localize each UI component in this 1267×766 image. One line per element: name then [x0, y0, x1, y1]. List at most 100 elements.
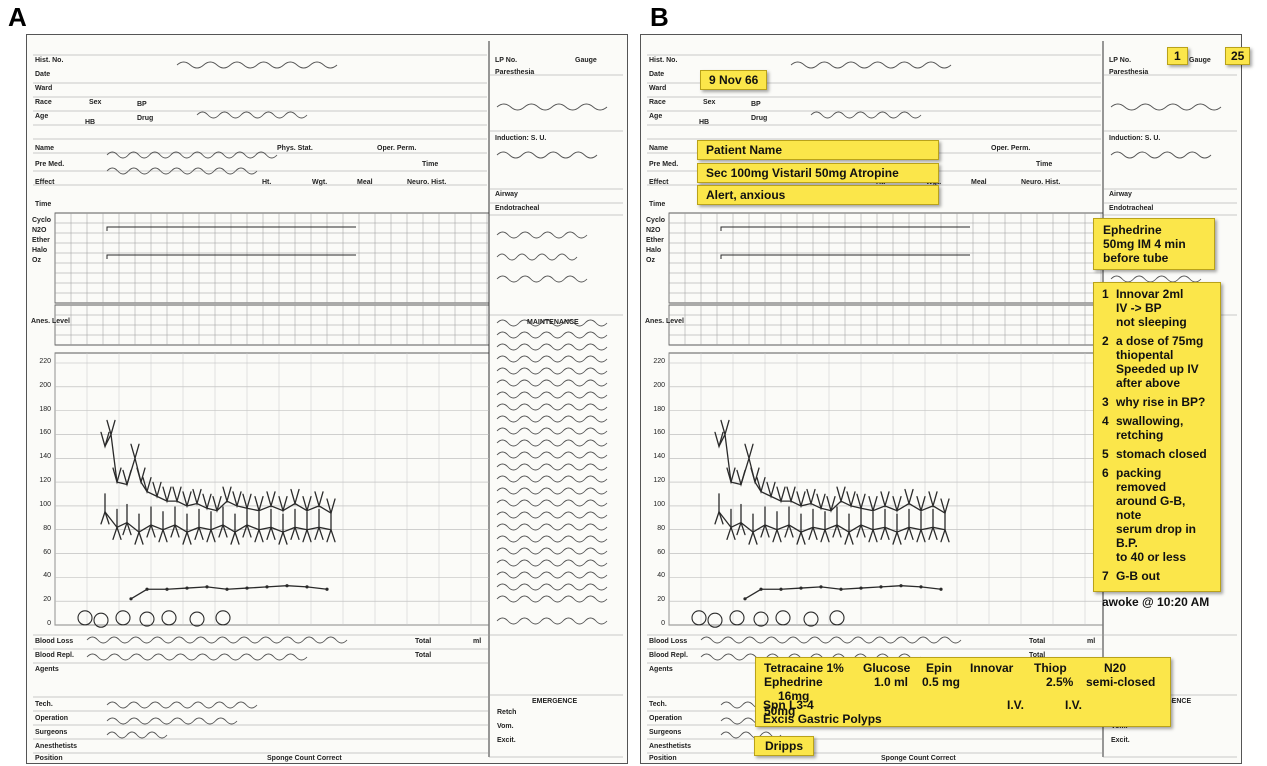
emergence-title: EMERGENCE — [532, 698, 578, 705]
maintenance-title: MAINTENANCE — [527, 319, 579, 326]
bp-axis-tick: 120 — [39, 477, 51, 485]
hb-label: HB — [699, 119, 710, 126]
bp-label: BP — [751, 101, 761, 108]
maintenance-item-number: 2 — [1102, 334, 1109, 348]
vom-label: Vom. — [497, 723, 514, 730]
bp-axis-tick: 80 — [657, 524, 665, 532]
technique-iv-innovar: I.V. — [1007, 698, 1024, 712]
total-label: Total — [1029, 638, 1046, 645]
gas-row-label: N2O — [646, 227, 661, 234]
paresthesia-label: Paresthesia — [1109, 69, 1149, 76]
bp-axis-tick: 120 — [653, 477, 665, 485]
agent-glucose-dose: 1.0 ml — [874, 675, 909, 689]
time-label: Time — [35, 201, 52, 208]
maintenance-awoke: awoke @ 10:20 AM — [1102, 595, 1210, 609]
maintenance-item-line: Innovar 2ml — [1116, 287, 1184, 301]
panel-label-b: B — [650, 2, 669, 32]
bp-axis-tick: 180 — [39, 405, 51, 413]
age-label: Age — [35, 113, 49, 120]
bp-axis-tick: 80 — [43, 524, 51, 532]
sex-label: Sex — [89, 99, 102, 106]
operation-value: Excis Gastric Polyps — [763, 712, 882, 726]
agent-thiop-dose: 2.5% — [1046, 675, 1074, 689]
bp-axis-tick: 0 — [661, 620, 665, 627]
agent-thiop: Thiop — [1034, 661, 1067, 675]
gas-row-label: Cyclo — [646, 217, 666, 224]
blood-loss-label: Blood Loss — [649, 638, 688, 645]
endotracheal-label: Endotracheal — [1109, 205, 1154, 212]
total2-label: Total — [415, 652, 432, 659]
time2-label: Time — [1036, 161, 1053, 168]
date-label: Date — [649, 71, 665, 78]
ward-label: Ward — [649, 85, 667, 92]
annotation-date: 9 Nov 66 — [700, 70, 768, 90]
bp-axis-tick: 200 — [39, 381, 51, 389]
anesthetists-label: Anesthetists — [649, 743, 692, 750]
agent-ephedrine-dose: 50mg — [764, 704, 796, 718]
maintenance-item-line: serum drop in B.P. — [1116, 522, 1197, 550]
ht-label: Ht. — [262, 179, 272, 186]
operation-label: Operation — [35, 715, 69, 722]
neuro-hist-label: Neuro. Hist. — [1021, 179, 1061, 186]
technique-value: Spn L3-4 — [763, 698, 814, 712]
annotation-effect: Alert, anxious — [697, 185, 939, 205]
maintenance-item-number: 6 — [1102, 466, 1109, 480]
bp-axis-tick: 20 — [657, 596, 665, 604]
name-label: Name — [649, 145, 669, 152]
agent-n20-method: semi-closed — [1086, 675, 1156, 689]
name-label: Name — [35, 145, 55, 152]
bp-axis-tick: 60 — [657, 548, 665, 556]
drug-label: Drug — [137, 115, 154, 122]
gauge-label: Gauge — [1189, 57, 1211, 64]
ml-label: ml — [473, 638, 482, 645]
wgt-label: Wgt. — [312, 179, 328, 186]
gauge-label: Gauge — [575, 57, 597, 64]
induction-label: Induction: S. U. — [495, 135, 547, 142]
maintenance-item-line: thiopental — [1116, 348, 1174, 362]
gas-row-label: Oz — [646, 257, 655, 264]
annotation-lp-no: 1 — [1167, 47, 1188, 65]
drug-label: Drug — [751, 115, 768, 122]
maintenance-item-line: not sleeping — [1116, 315, 1187, 329]
agent-epin: Epin — [926, 661, 952, 675]
annotation-premed: Sec 100mg Vistaril 50mg Atropine — [697, 163, 939, 183]
surgeons-label: Surgeons — [35, 729, 68, 736]
agent-tetracaine-dose: 16mg — [778, 689, 810, 703]
pre-med-label: Pre Med. — [649, 161, 679, 168]
bp-axis-tick: 160 — [653, 429, 665, 437]
excit-label: Excit. — [1111, 737, 1130, 744]
effect-label: Effect — [649, 179, 669, 186]
annotation-patient-name: Patient Name — [697, 140, 939, 160]
maintenance-item-line: to 40 or less — [1116, 550, 1187, 564]
blood-repl-label: Blood Repl. — [35, 652, 74, 659]
maintenance-item-number: 7 — [1102, 569, 1109, 583]
position-label: Position — [649, 755, 677, 762]
gas-row-label: Halo — [646, 247, 662, 254]
bp-axis-tick: 140 — [39, 453, 51, 461]
bp-axis-tick: 100 — [653, 500, 665, 508]
maintenance-item-line: IV -> BP — [1116, 301, 1162, 315]
induction-label: Induction: S. U. — [1109, 135, 1161, 142]
ward-label: Ward — [35, 85, 53, 92]
bp-axis-tick: 220 — [653, 358, 665, 365]
bp-axis-tick: 100 — [39, 500, 51, 508]
agent-epin-dose: 0.5 mg — [922, 675, 961, 689]
endotracheal-label: Endotracheal — [495, 205, 540, 212]
age-label: Age — [649, 113, 663, 120]
bp-axis-tick: 180 — [653, 405, 665, 413]
bp-axis-tick: 20 — [43, 596, 51, 604]
annotation-agents: Tetracaine 1% Glucose Epin Innovar Thiop… — [755, 657, 1171, 727]
agent-ephedrine: Ephedrine — [764, 675, 823, 689]
operation-label: Operation — [649, 715, 683, 722]
bp-axis-tick: 220 — [39, 358, 51, 365]
bp-axis-tick: 40 — [657, 572, 665, 580]
panel-label-a: A — [8, 2, 27, 32]
oper-perm-label: Oper. Perm. — [377, 145, 417, 152]
